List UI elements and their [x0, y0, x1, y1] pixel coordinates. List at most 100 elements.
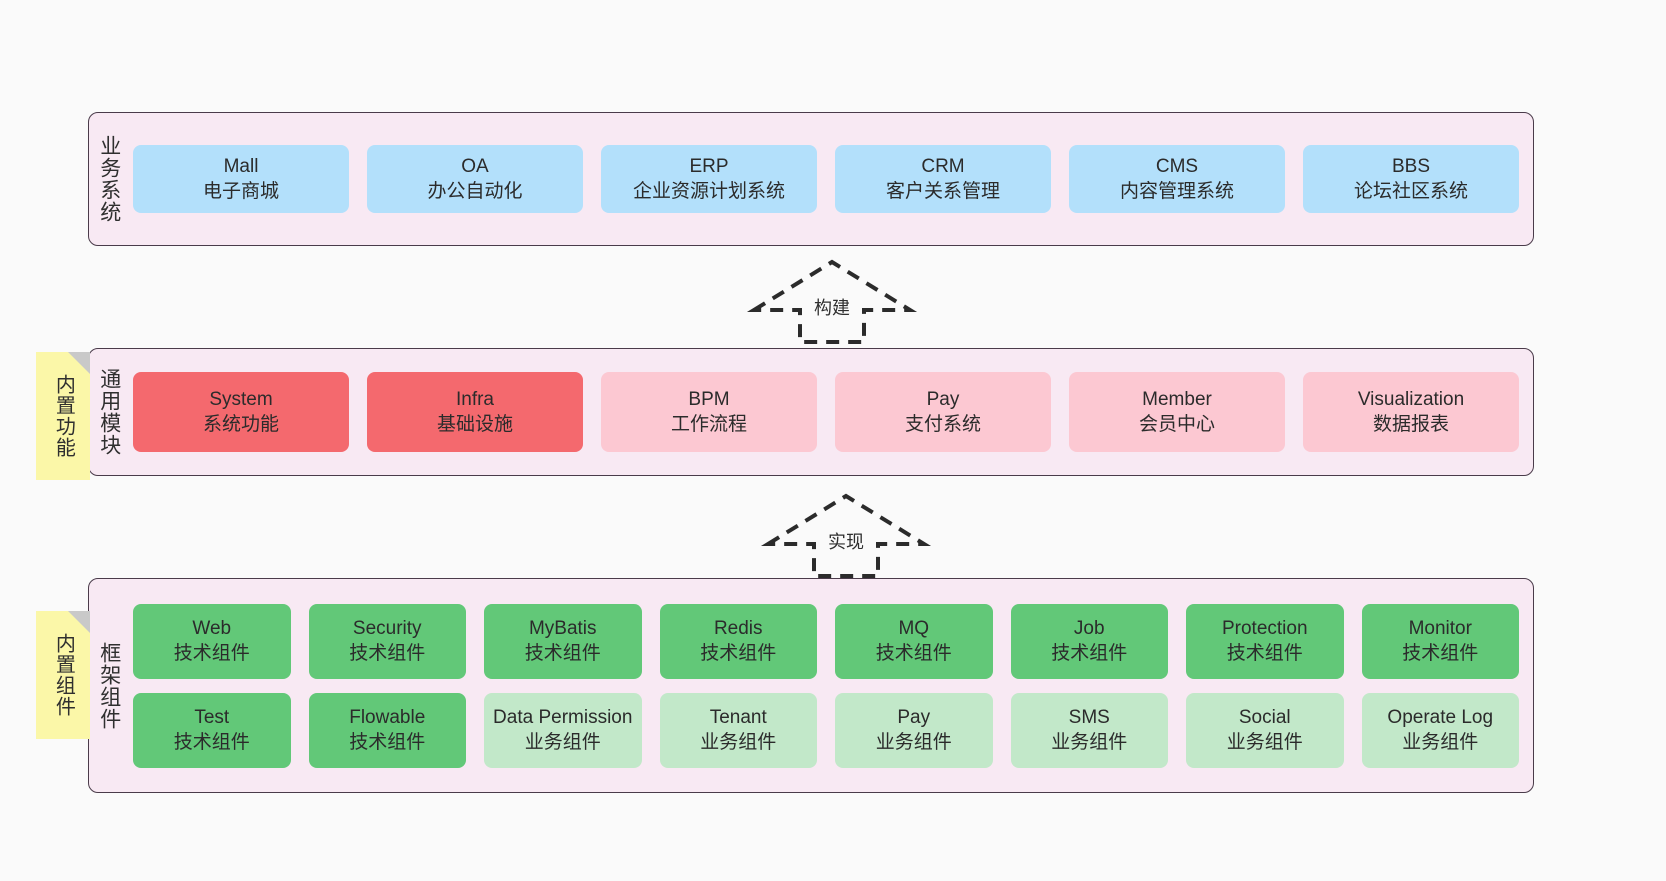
node-label-cn: 技术组件: [875, 643, 952, 664]
node-bpm[interactable]: BPM 工作流程: [601, 372, 817, 452]
node-label-cn: 工作流程: [670, 414, 747, 435]
layer-framework-component: 框架组件 Web 技术组件 Security 技术组件 MyBatis 技术组件…: [88, 578, 1534, 793]
node-label-cn: 数据报表: [1372, 414, 1449, 435]
node-label-en: Pay: [897, 706, 931, 728]
arrow-build-icon: [746, 259, 918, 344]
node-label-en: Security: [352, 617, 422, 639]
node-label-cn: 业务组件: [700, 732, 777, 753]
node-label-en: Pay: [926, 388, 960, 410]
node-label-en: BBS: [1391, 155, 1431, 177]
node-label-cn: 企业资源计划系统: [632, 181, 785, 202]
layer-business-system: 业务系统 Mall 电子商城 OA 办公自动化 ERP 企业资源计划系统 CRM…: [88, 112, 1534, 246]
node-label-cn: 论坛社区系统: [1353, 181, 1468, 202]
node-test[interactable]: Test 技术组件: [133, 692, 291, 768]
node-label-cn: 业务组件: [524, 732, 601, 753]
node-label-en: MQ: [898, 617, 930, 639]
node-infra[interactable]: Infra 基础设施: [367, 372, 583, 452]
node-label-cn: 技术组件: [173, 643, 250, 664]
node-tenant[interactable]: Tenant 业务组件: [659, 692, 817, 768]
node-data-permission[interactable]: Data Permission 业务组件: [484, 692, 642, 768]
node-monitor[interactable]: Monitor 技术组件: [1361, 603, 1519, 679]
node-label-en: Protection: [1221, 617, 1308, 639]
node-label-cn: 系统功能: [202, 414, 279, 435]
node-system[interactable]: System 系统功能: [133, 372, 349, 452]
arrow-build: 构建: [746, 258, 918, 344]
node-label-en: System: [209, 388, 273, 410]
page-fold-icon: [68, 611, 90, 633]
node-label-cn: 业务组件: [1051, 732, 1128, 753]
node-security[interactable]: Security 技术组件: [308, 603, 466, 679]
node-sms[interactable]: SMS 业务组件: [1010, 692, 1168, 768]
box-row: Test 技术组件 Flowable 技术组件 Data Permission …: [133, 692, 1519, 768]
node-label-en: OA: [461, 155, 489, 177]
node-label-en: Test: [194, 706, 230, 728]
node-label-en: Visualization: [1357, 388, 1465, 410]
node-label-en: Social: [1238, 706, 1291, 728]
node-label-en: Mall: [223, 155, 259, 177]
node-label-en: SMS: [1068, 706, 1110, 728]
node-label-cn: 技术组件: [1051, 643, 1128, 664]
node-label-cn: 会员中心: [1138, 414, 1215, 435]
node-label-en: Redis: [713, 617, 763, 639]
node-oa[interactable]: OA 办公自动化: [367, 145, 583, 213]
node-label-cn: 客户关系管理: [885, 181, 1000, 202]
layer-framework-component-boxes: Web 技术组件 Security 技术组件 MyBatis 技术组件 Redi…: [129, 579, 1533, 792]
node-label-en: Data Permission: [493, 706, 633, 728]
node-label-en: Member: [1142, 388, 1212, 410]
node-label-cn: 技术组件: [173, 732, 250, 753]
node-label-en: Web: [192, 617, 232, 639]
node-label-cn: 支付系统: [904, 414, 981, 435]
node-mybatis[interactable]: MyBatis 技术组件: [484, 603, 642, 679]
node-redis[interactable]: Redis 技术组件: [659, 603, 817, 679]
node-pay-module[interactable]: Pay 支付系统: [835, 372, 1051, 452]
node-visualization[interactable]: Visualization 数据报表: [1303, 372, 1519, 452]
layer-business-system-boxes: Mall 电子商城 OA 办公自动化 ERP 企业资源计划系统 CRM 客户关系…: [129, 113, 1533, 245]
node-label-cn: 业务组件: [875, 732, 952, 753]
node-label-en: MyBatis: [528, 617, 597, 639]
node-operate-log[interactable]: Operate Log 业务组件: [1361, 692, 1519, 768]
layer-title-framework-component: 框架组件: [97, 641, 121, 730]
node-label-cn: 电子商城: [202, 181, 279, 202]
node-label-cn: 技术组件: [1402, 643, 1479, 664]
box-row: System 系统功能 Infra 基础设施 BPM 工作流程 Pay 支付系统…: [133, 372, 1519, 452]
arrow-realize: 实现: [760, 492, 932, 578]
arrow-realize-label: 实现: [828, 532, 864, 552]
node-label-en: Flowable: [349, 706, 426, 728]
node-web[interactable]: Web 技术组件: [133, 603, 291, 679]
node-bbs[interactable]: BBS 论坛社区系统: [1303, 145, 1519, 213]
node-label-cn: 技术组件: [1226, 643, 1303, 664]
node-member[interactable]: Member 会员中心: [1069, 372, 1285, 452]
node-job[interactable]: Job 技术组件: [1010, 603, 1168, 679]
node-protection[interactable]: Protection 技术组件: [1186, 603, 1344, 679]
node-label-en: Tenant: [709, 706, 767, 728]
node-label-cn: 业务组件: [1402, 732, 1479, 753]
node-label-cn: 技术组件: [349, 643, 426, 664]
arrow-realize-icon: [760, 493, 932, 578]
node-mq[interactable]: MQ 技术组件: [835, 603, 993, 679]
node-label-en: CMS: [1155, 155, 1199, 177]
node-label-cn: 技术组件: [349, 732, 426, 753]
layer-common-module-boxes: System 系统功能 Infra 基础设施 BPM 工作流程 Pay 支付系统…: [129, 349, 1533, 475]
node-crm[interactable]: CRM 客户关系管理: [835, 145, 1051, 213]
node-pay-component[interactable]: Pay 业务组件: [835, 692, 993, 768]
node-social[interactable]: Social 业务组件: [1186, 692, 1344, 768]
node-label-en: Infra: [455, 388, 495, 410]
arrow-build-label: 构建: [814, 298, 850, 318]
node-label-cn: 内容管理系统: [1119, 181, 1234, 202]
sticky-note-label: 内置组件: [52, 633, 75, 717]
node-mall[interactable]: Mall 电子商城: [133, 145, 349, 213]
layer-common-module: 通用模块 System 系统功能 Infra 基础设施 BPM 工作流程 Pay…: [88, 348, 1534, 476]
page-fold-icon: [68, 352, 90, 374]
node-label-en: Job: [1073, 617, 1105, 639]
node-label-en: ERP: [689, 155, 729, 177]
node-label-en: Monitor: [1408, 617, 1472, 639]
node-cms[interactable]: CMS 内容管理系统: [1069, 145, 1285, 213]
node-label-cn: 基础设施: [436, 414, 513, 435]
node-flowable[interactable]: Flowable 技术组件: [308, 692, 466, 768]
box-row: Web 技术组件 Security 技术组件 MyBatis 技术组件 Redi…: [133, 603, 1519, 679]
sticky-note-builtin-component: 内置组件: [36, 611, 90, 739]
node-erp[interactable]: ERP 企业资源计划系统: [601, 145, 817, 213]
sticky-note-label: 内置功能: [52, 374, 75, 458]
node-label-cn: 技术组件: [524, 643, 601, 664]
